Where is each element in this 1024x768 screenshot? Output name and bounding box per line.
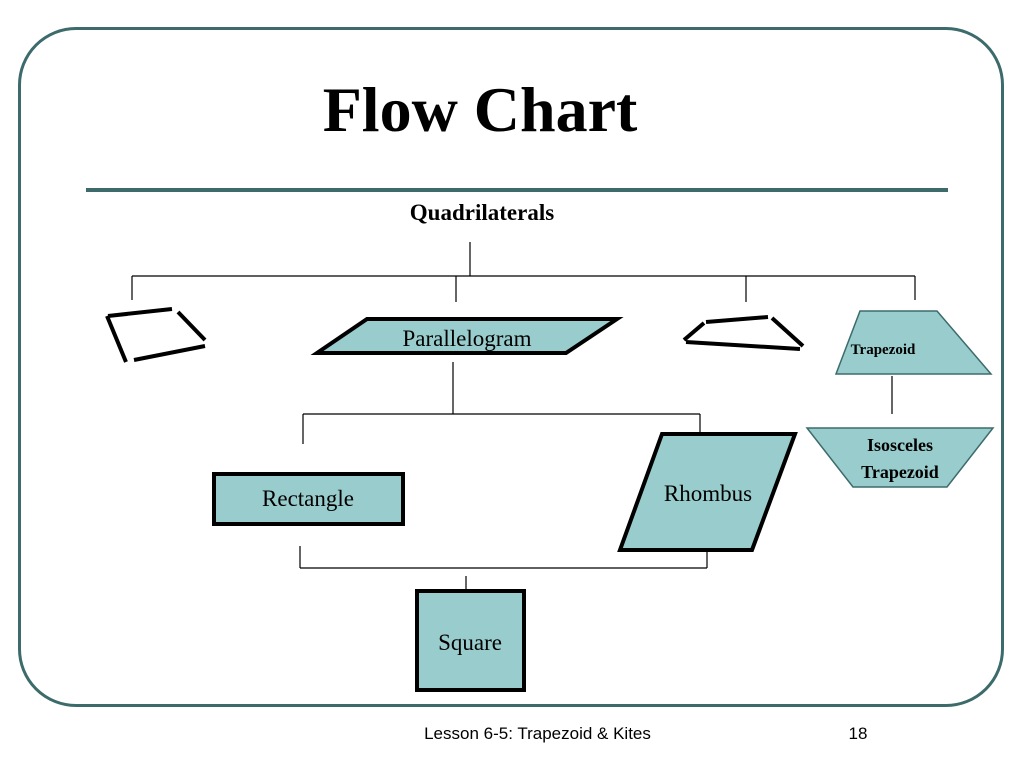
kite-shape — [682, 315, 805, 351]
title-underline — [86, 188, 948, 192]
rectangle-shape — [212, 472, 405, 526]
parallelogram-shape — [310, 317, 624, 355]
footer-page-number: 18 — [848, 724, 868, 743]
slide-title: Flow Chart — [322, 74, 638, 145]
square-label: Square — [438, 630, 502, 655]
rhombus-shape — [617, 432, 798, 552]
isosceles-trapezoid-label-line2: Trapezoid — [861, 462, 939, 482]
slide-frame — [18, 27, 1004, 707]
parallelogram-connectors — [302, 362, 701, 444]
trapezoid-label: Trapezoid — [851, 342, 916, 358]
rhombus-label: Rhombus — [664, 481, 752, 506]
generic-quadrilateral-shape — [105, 307, 207, 363]
footer-lesson-title: Lesson 6-5: Trapezoid & Kites — [424, 724, 651, 743]
isosceles-trapezoid-shape — [805, 427, 995, 488]
node-rhombus: Rhombus — [617, 432, 798, 552]
node-rectangle: Rectangle — [212, 472, 405, 526]
rectangle-label: Rectangle — [262, 486, 354, 511]
trapezoid-shape — [834, 310, 993, 375]
node-trapezoid: Trapezoid — [834, 310, 993, 375]
square-shape — [415, 589, 526, 692]
isosceles-trapezoid-label-line1: Isosceles — [867, 435, 933, 455]
root-label-quadrilaterals: Quadrilaterals — [410, 200, 554, 225]
parallelogram-label: Parallelogram — [402, 326, 531, 351]
top-connectors — [131, 242, 916, 302]
node-parallelogram: Parallelogram — [310, 317, 624, 355]
square-connectors — [299, 546, 708, 590]
node-isosceles-trapezoid: Isosceles Trapezoid — [805, 427, 995, 488]
node-square: Square — [415, 589, 526, 692]
